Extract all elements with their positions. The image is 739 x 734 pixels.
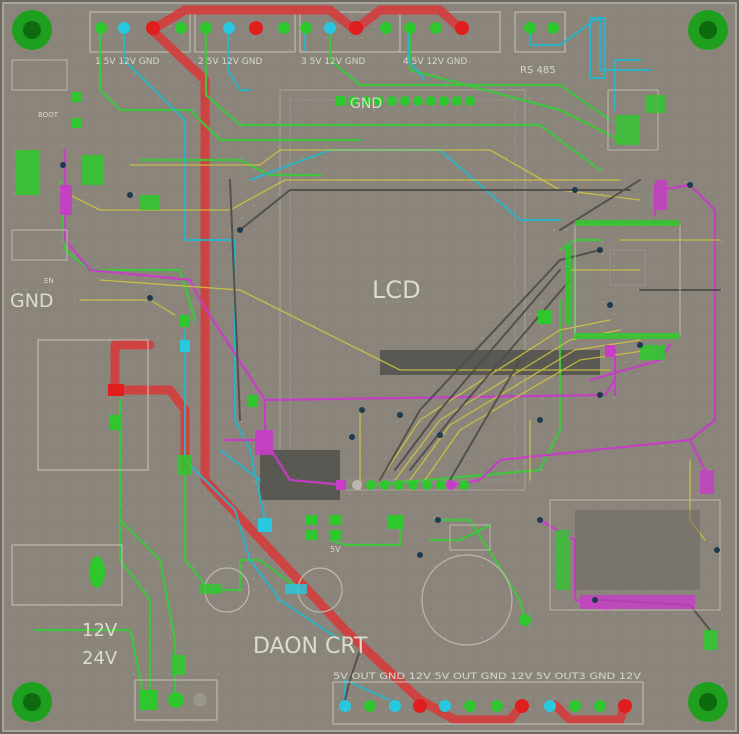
top-connector-3-label: 3 5V 12V GND bbox=[301, 57, 366, 67]
mount-hole-bottom-left bbox=[12, 682, 52, 722]
rs485-label: RS 485 bbox=[520, 65, 556, 76]
gnd-left-label: GND bbox=[10, 290, 54, 312]
lcd-header-top bbox=[336, 96, 475, 106]
rs485-footprint bbox=[589, 17, 665, 151]
cap-pad-1 bbox=[200, 584, 222, 594]
mount-hole-bottom-right bbox=[688, 682, 728, 722]
bottom-connector bbox=[332, 681, 644, 725]
top-connector-pads bbox=[95, 21, 559, 35]
vias bbox=[60, 162, 720, 603]
cyan-traces bbox=[123, 19, 651, 701]
ground-pour-2 bbox=[260, 450, 340, 500]
dc-jack-footprint bbox=[11, 339, 149, 606]
buzzer-outline bbox=[421, 554, 513, 646]
ground-pour-1 bbox=[380, 350, 600, 375]
top-connector-2-label: 2 5V 12V GND bbox=[198, 57, 263, 67]
lcd-header-bottom bbox=[336, 480, 469, 490]
buzzer-pad bbox=[519, 614, 531, 626]
voltage-24v-label: 24V bbox=[82, 648, 118, 669]
cap-pad-2 bbox=[285, 584, 307, 594]
lcd-label: LCD bbox=[372, 276, 421, 304]
gray-traces bbox=[229, 179, 721, 701]
sd-module-footprint bbox=[549, 470, 721, 611]
boot-label: BOOT bbox=[38, 111, 59, 119]
top-connector-1-label: 1 5V 12V GND bbox=[95, 57, 160, 67]
dc-jack-pad bbox=[89, 556, 105, 588]
top-connector-outlines bbox=[89, 11, 566, 53]
bottom-connector-label: 5V OUT GND 12V 5V OUT GND 12V 5V OUT3 GN… bbox=[333, 672, 642, 682]
top-connector-4-label: 4 5V 12V GND bbox=[403, 57, 468, 67]
center-components bbox=[247, 180, 718, 650]
power-input-connector bbox=[134, 679, 218, 721]
lcd-outline bbox=[279, 89, 526, 491]
gnd-header-label: GND bbox=[350, 96, 382, 112]
left-components bbox=[11, 59, 191, 675]
mcu-footprint bbox=[565, 220, 681, 339]
cap-5v-label: 5V bbox=[330, 545, 341, 554]
en-label: EN bbox=[44, 277, 54, 285]
mount-hole-top-right bbox=[688, 10, 728, 50]
mount-hole-top-left bbox=[12, 10, 52, 50]
brand-label: DAON CRT bbox=[253, 634, 368, 659]
voltage-12v-label: 12V bbox=[82, 620, 118, 641]
